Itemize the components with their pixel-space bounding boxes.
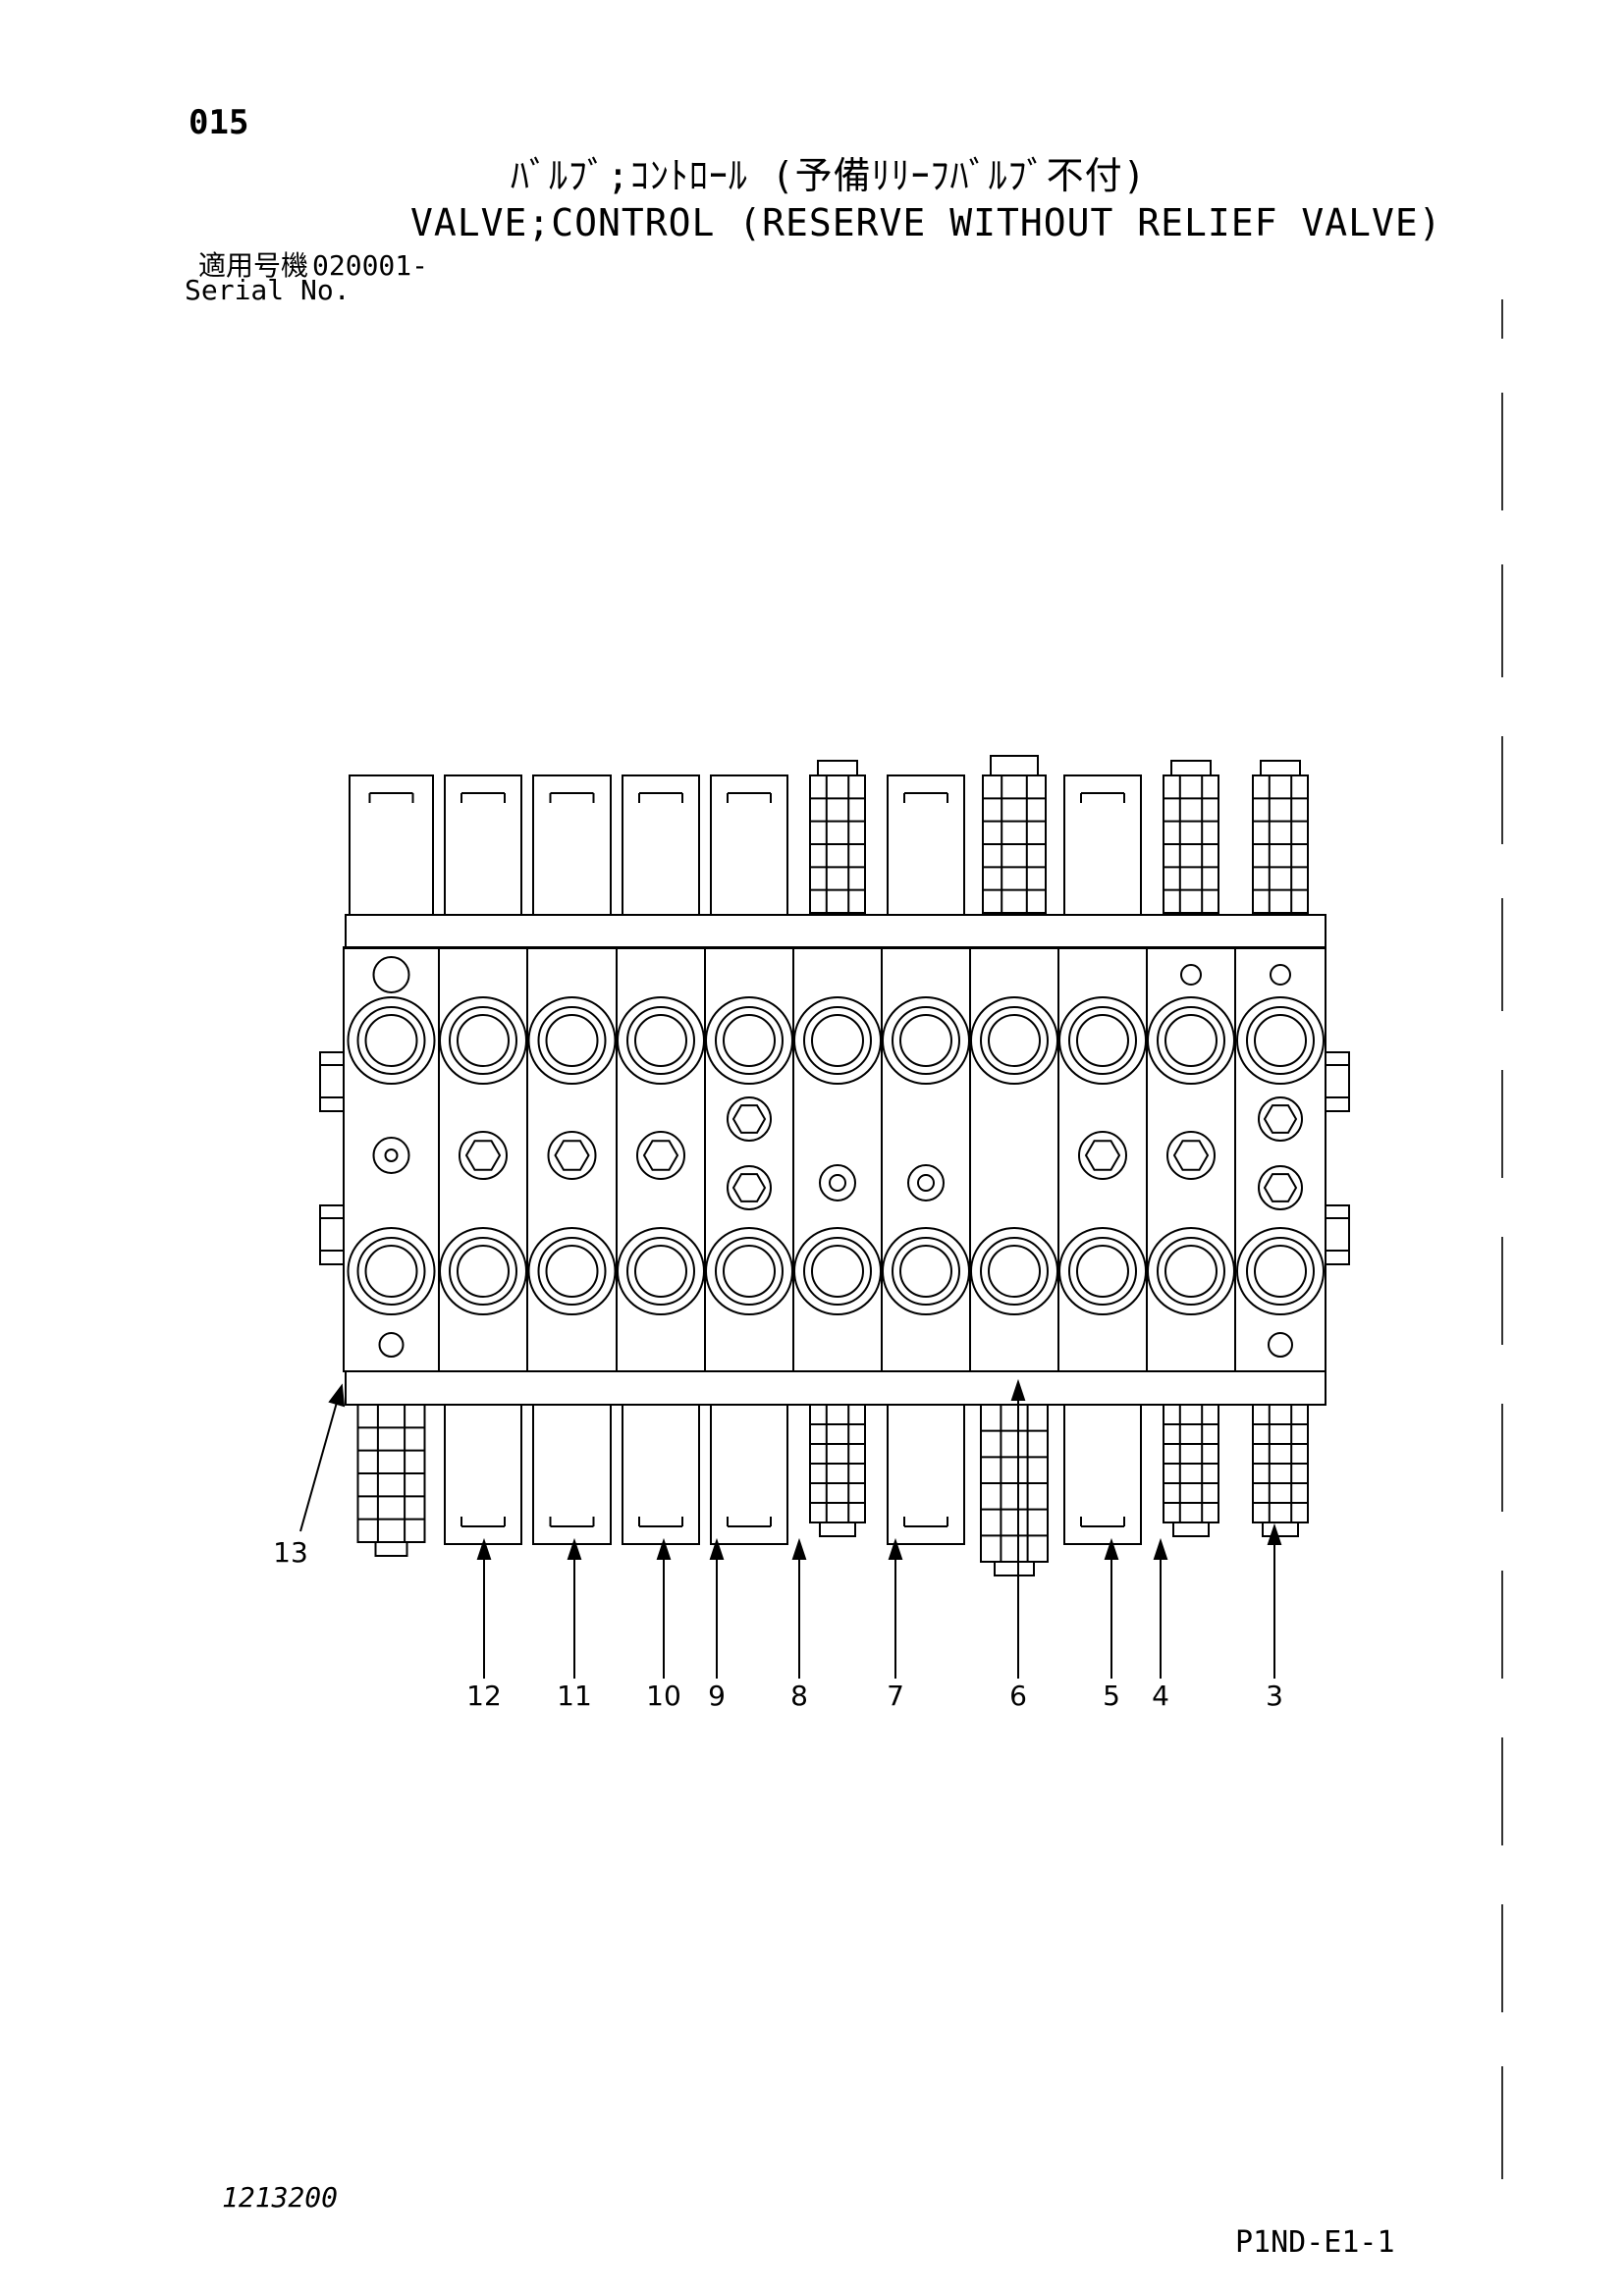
- page-number: 015: [189, 103, 249, 142]
- title-japanese: ﾊﾞﾙﾌﾞ;ｺﾝﾄﾛｰﾙ (予備ﾘﾘｰﾌﾊﾞﾙﾌﾞ不付): [511, 154, 1147, 197]
- serial-label-japanese: 適用号機: [198, 249, 309, 282]
- callout-12: 12: [466, 1680, 502, 1712]
- title-english: VALVE;CONTROL (RESERVE WITHOUT RELIEF VA…: [410, 201, 1442, 244]
- callout-3: 3: [1266, 1680, 1283, 1712]
- callout-6: 6: [1009, 1680, 1027, 1712]
- callout-labels: 12 11 10 9 8 7 6 5 4 3 13: [273, 1536, 1283, 1712]
- serial-value: 020001-: [312, 249, 429, 282]
- callout-9: 9: [708, 1680, 726, 1712]
- document-number: 1213200: [222, 2181, 339, 2214]
- callout-10: 10: [646, 1680, 681, 1712]
- callout-leaders: [299, 1378, 1282, 1679]
- callout-13: 13: [273, 1536, 308, 1569]
- callout-5: 5: [1103, 1680, 1120, 1712]
- page-code: P1ND-E1-1: [1235, 2225, 1395, 2260]
- callout-7: 7: [887, 1680, 904, 1712]
- valve-assembly: [319, 755, 1350, 1576]
- callout-4: 4: [1152, 1680, 1169, 1712]
- serial-label-english: Serial No.: [185, 274, 351, 306]
- callout-11: 11: [557, 1680, 592, 1712]
- callout-8: 8: [790, 1680, 808, 1712]
